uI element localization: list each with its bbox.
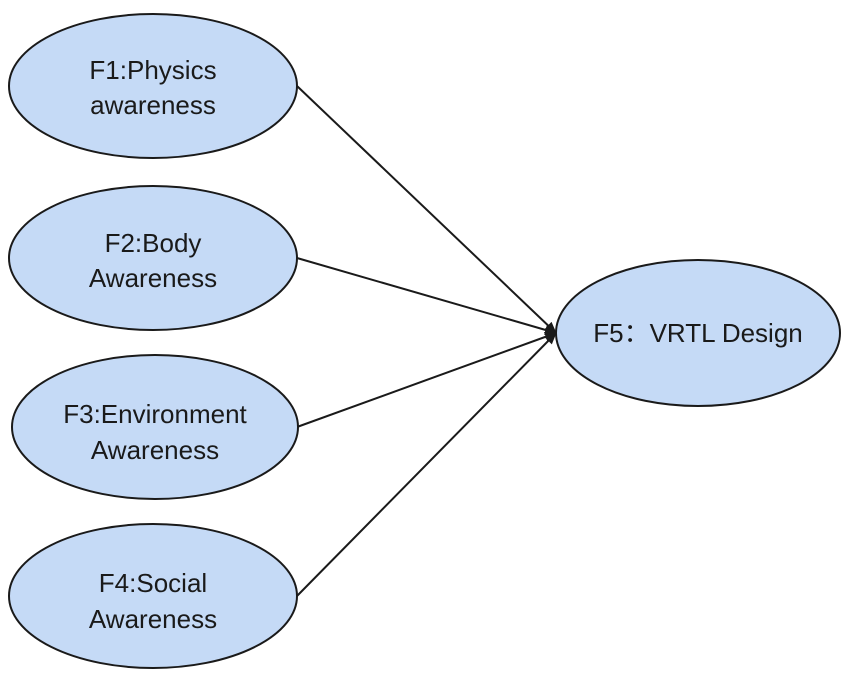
edge-f1-to-f5 (296, 85, 557, 334)
node-f4-ellipse (8, 523, 298, 669)
node-f2-label-line1: F2:Body (105, 228, 202, 258)
edge-f4-to-f5 (296, 332, 557, 597)
node-f3-ellipse (11, 354, 299, 500)
node-f3-label-line1: F3:Environment (63, 399, 247, 429)
edge-f3-to-f5 (296, 332, 557, 428)
node-f5-label: F5：VRTL Design (593, 318, 803, 348)
node-f4-label-line2: Awareness (89, 604, 217, 634)
edge-f2-to-f5 (296, 257, 557, 335)
node-f1-ellipse (8, 13, 298, 159)
edges (296, 85, 557, 597)
node-f4-social-awareness: F4:Social Awareness (8, 523, 298, 669)
node-f1-physics-awareness: F1:Physics awareness (8, 13, 298, 159)
node-f4-label-line1: F4:Social (99, 568, 207, 598)
node-f5-ellipse (555, 259, 841, 407)
node-f2-body-awareness: F2:Body Awareness (8, 185, 298, 331)
node-f3-environment-awareness: F3:Environment Awareness (11, 354, 299, 500)
node-f1-label-line2: awareness (90, 90, 216, 120)
node-f2-ellipse (8, 185, 298, 331)
node-f5-vrtl-design: F5：VRTL Design (555, 259, 841, 407)
node-f2-label-line2: Awareness (89, 263, 217, 293)
node-f1-label-line1: F1:Physics (89, 55, 216, 85)
node-f3-label-line2: Awareness (91, 435, 219, 465)
